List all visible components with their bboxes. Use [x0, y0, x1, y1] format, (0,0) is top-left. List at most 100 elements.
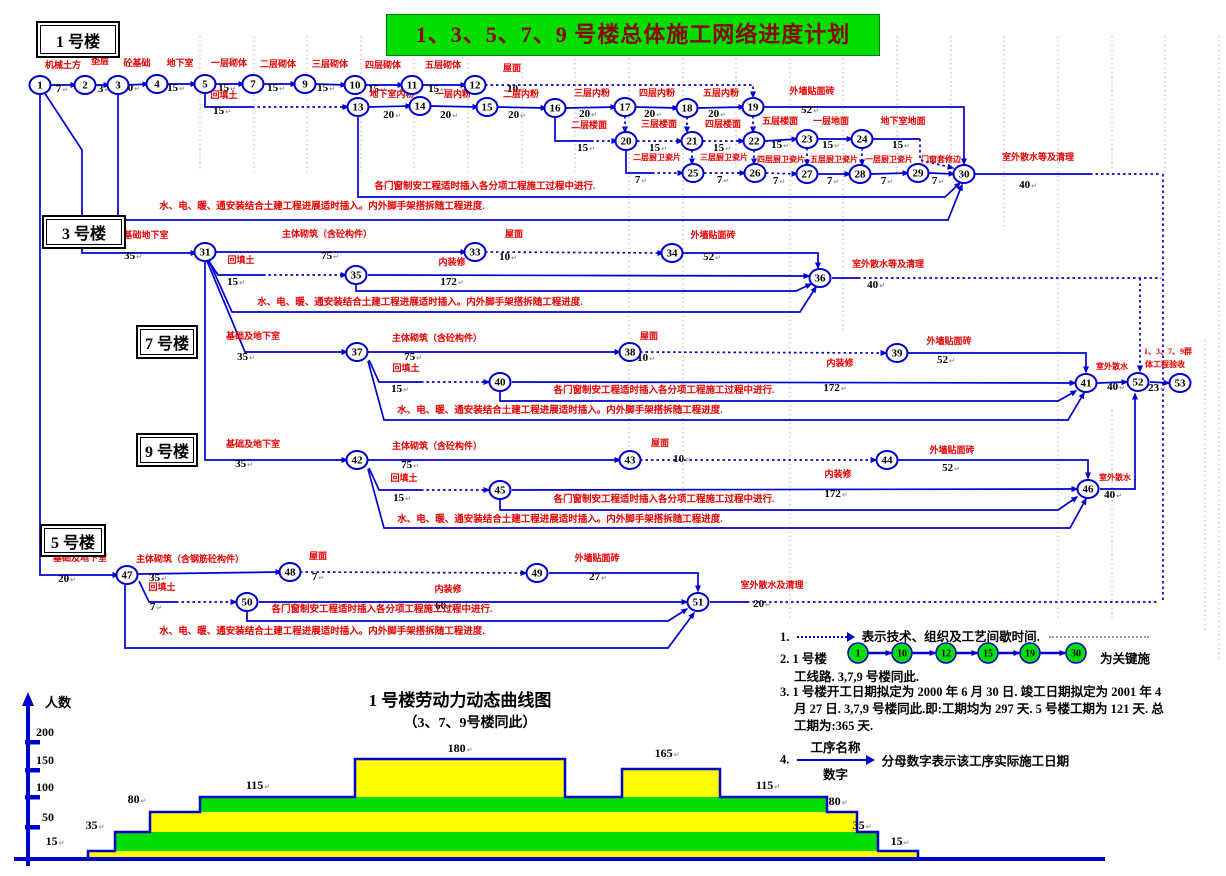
node-52: 52: [1126, 372, 1150, 392]
duration-label: 15↵: [649, 142, 667, 154]
legend-item-2-suffix: 为关键施: [1100, 652, 1151, 666]
activity-label: 室外散水等及清理: [1002, 151, 1074, 162]
node-44: 44: [875, 450, 899, 470]
key-node-10: 10: [891, 642, 913, 664]
svg-text:11: 11: [407, 80, 417, 92]
duration-label: 52↵: [937, 354, 955, 366]
svg-text:24: 24: [857, 134, 869, 146]
duration-label: 15↵: [213, 105, 231, 117]
duration-label: 20↵: [440, 109, 458, 121]
duration-label: 20↵: [383, 109, 401, 121]
node-31: 31: [193, 242, 217, 262]
duration-label: 23↵: [1148, 382, 1166, 394]
node-29: 29: [906, 163, 930, 183]
edge: [634, 104, 680, 111]
node-43: 43: [618, 450, 642, 470]
svg-text:41: 41: [1081, 378, 1092, 390]
activity-label: 四层内粉: [639, 87, 675, 98]
svg-text:19: 19: [1025, 649, 1035, 660]
node-38: 38: [618, 342, 642, 362]
svg-text:44: 44: [882, 455, 894, 467]
activity-label: 回填土: [148, 581, 175, 592]
node-46: 46: [1076, 479, 1100, 499]
node-18: 18: [675, 98, 699, 118]
note-label: 水、电、暖、通安装结合土建工程进展适时插入。内外脚手架搭拆随工程进度.: [397, 404, 722, 416]
node-37: 37: [345, 342, 369, 362]
chart-band: [88, 832, 918, 851]
svg-text:46: 46: [1083, 484, 1095, 496]
chart-value-label: 180↵: [448, 741, 473, 755]
node-26: 26: [743, 163, 767, 183]
svg-text:37: 37: [352, 347, 364, 359]
node-7: 7: [241, 74, 265, 94]
duration-label: 172↵: [823, 382, 846, 394]
node-11: 11: [400, 75, 424, 95]
svg-text:10: 10: [897, 649, 907, 660]
labor-curve: [86, 757, 920, 859]
svg-text:22: 22: [749, 136, 761, 148]
node-49: 49: [525, 563, 549, 583]
chart-value-label: 15↵: [891, 834, 910, 848]
y-tick: [25, 768, 40, 773]
svg-text:9: 9: [302, 79, 308, 91]
activity-label: 外墙贴面砖: [928, 444, 974, 455]
duration-label: 20↵: [58, 573, 76, 585]
legend-item-4: 4. 工序名称 数字 分母数字表示该工序实际施工日期: [780, 737, 1069, 783]
svg-text:50: 50: [242, 597, 254, 609]
activity-label: 外墙贴面砖: [925, 335, 971, 346]
legend-item-4-bottom: 数字: [822, 768, 848, 782]
activity-label: 内装修: [438, 256, 466, 267]
edge: [870, 170, 910, 177]
activity-label: 一层内粉: [435, 88, 471, 99]
node-21: 21: [680, 131, 704, 151]
legend-item-2-prefix: 2. 1 号楼: [780, 652, 827, 666]
node-12: 12: [463, 75, 487, 95]
svg-text:36: 36: [815, 273, 827, 285]
svg-text:7: 7: [250, 79, 256, 91]
activity-label: 室外散水及清理: [740, 579, 803, 590]
activity-label: 机械土方: [45, 59, 81, 70]
svg-text:14: 14: [415, 101, 427, 113]
activity-label: 屋面: [651, 438, 669, 448]
duration-label: 15↵: [577, 142, 595, 154]
edge: [117, 94, 963, 221]
svg-text:5: 5: [202, 79, 208, 91]
edge: [682, 252, 821, 270]
svg-text:15: 15: [482, 102, 494, 114]
node-24: 24: [850, 129, 874, 149]
building-label-7: 7 号楼: [136, 325, 198, 359]
svg-text:51: 51: [693, 597, 704, 609]
svg-text:3: 3: [115, 80, 121, 92]
edge: [564, 104, 618, 111]
edge: [204, 262, 349, 463]
grid-lines: [199, 36, 1220, 660]
duration-label: 7↵: [717, 174, 729, 186]
edge: [484, 249, 665, 256]
svg-text:52: 52: [1133, 377, 1145, 389]
svg-text:35: 35: [351, 270, 363, 282]
activity-label: 回填土: [390, 472, 417, 483]
svg-text:10: 10: [350, 80, 362, 92]
activity-label: 四层砌体: [365, 59, 402, 70]
key-node-12: 12: [935, 642, 957, 664]
duration-label: 20↵: [753, 598, 771, 610]
node-36: 36: [808, 268, 832, 288]
duration-label: 75↵: [404, 351, 422, 363]
node-40: 40: [488, 372, 512, 392]
activity-label: 主体砌筑（含砼构件）: [282, 228, 372, 239]
edge: [367, 360, 1085, 421]
edge: [554, 117, 591, 142]
activity-label: 主体砌筑（含钢筋砼构件）: [136, 553, 244, 564]
legend-item-1: 1. 表示技术、组织及工艺间歇时间.: [780, 626, 1149, 645]
duration-label: 40↵: [1019, 179, 1037, 191]
duration-label: 15↵: [393, 492, 411, 504]
duration-label: 15↵: [391, 383, 409, 395]
node-25: 25: [681, 163, 705, 183]
edge: [511, 379, 1077, 386]
svg-text:1: 1: [37, 80, 43, 92]
y-axis-title: 人数: [45, 695, 72, 710]
node-30: 30: [952, 164, 976, 184]
y-tick-label: 150: [36, 753, 54, 767]
